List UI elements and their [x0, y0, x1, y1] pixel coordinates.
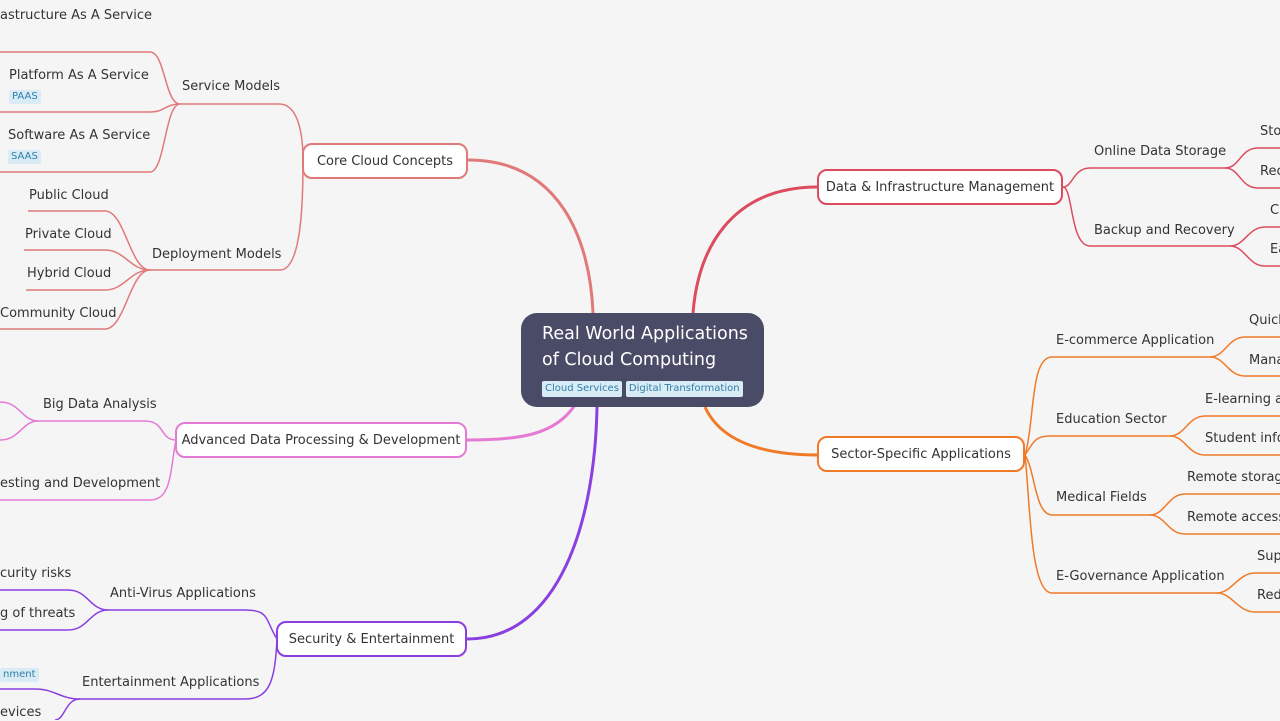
- link-eg-c2: [1216, 592, 1280, 613]
- leaf-paas[interactable]: Platform As A Service: [9, 68, 149, 83]
- leaf-education-2[interactable]: Student info: [1205, 431, 1280, 446]
- subtopic-medical[interactable]: Medical Fields: [1056, 490, 1147, 505]
- topic-advanced-data[interactable]: Advanced Data Processing & Development: [175, 422, 467, 458]
- subtopic-online-data-storage[interactable]: Online Data Storage: [1094, 144, 1227, 159]
- link-av-c1: [0, 589, 109, 611]
- link-service-iaas: [0, 51, 181, 105]
- subtopic-deployment-models[interactable]: Deployment Models: [152, 247, 282, 262]
- subtopic-egovernance[interactable]: E-Governance Application: [1056, 569, 1225, 584]
- central-title-line2: of Cloud Computing: [542, 350, 717, 370]
- link-service-paas: [0, 103, 181, 113]
- link-online-c2: [1224, 167, 1280, 189]
- link-ec-c2: [1209, 356, 1280, 377]
- leaf-backup-1[interactable]: Cl: [1270, 203, 1280, 218]
- leaf-entertainment-devices[interactable]: evices: [0, 705, 42, 720]
- leaf-ecommerce-2[interactable]: Mana: [1249, 353, 1280, 368]
- leaf-egov-1[interactable]: Sup: [1257, 549, 1280, 564]
- tag-paas: PAAS: [9, 90, 41, 104]
- link-backup-c1: [1229, 226, 1280, 247]
- subtopic-backup-recovery[interactable]: Backup and Recovery: [1094, 223, 1235, 238]
- leaf-backup-2[interactable]: Ea: [1270, 242, 1280, 257]
- link-ed-c2: [1169, 435, 1280, 456]
- link-av-c2: [0, 609, 109, 631]
- leaf-saas[interactable]: Software As A Service: [8, 128, 151, 143]
- link-online-c1: [1224, 147, 1280, 169]
- link-deploy-community: [0, 269, 151, 330]
- link-central-data: [691, 185, 819, 314]
- leaf-iaas[interactable]: astructure As A Service: [0, 8, 152, 23]
- link-ent-c1: [0, 688, 81, 700]
- leaf-public-cloud[interactable]: Public Cloud: [29, 188, 109, 203]
- leaf-antivirus-1[interactable]: curity risks: [0, 566, 72, 581]
- link-data-backup: [1062, 186, 1230, 247]
- link-advanced-testing: [0, 439, 177, 501]
- topic-security-entertainment[interactable]: Security & Entertainment: [276, 621, 467, 657]
- link-deploy-private: [24, 249, 151, 271]
- leaf-medical-2[interactable]: Remote access t: [1187, 510, 1280, 525]
- leaf-online-storage-1[interactable]: Sto: [1260, 124, 1280, 139]
- leaf-egov-2[interactable]: Red: [1257, 588, 1280, 603]
- link-security-antivirus: [108, 609, 278, 640]
- link-data-online: [1062, 167, 1225, 188]
- subtopic-testing-development[interactable]: esting and Development: [0, 476, 161, 491]
- leaf-antivirus-2[interactable]: g of threats: [0, 606, 76, 621]
- link-service-saas: [0, 103, 181, 173]
- tag-saas: SAAS: [8, 150, 41, 164]
- link-core-service-models: [180, 103, 304, 161]
- tag-cloud-services[interactable]: Cloud Services: [542, 381, 622, 397]
- link-deploy-hybrid: [26, 269, 151, 291]
- link-ed-c1: [1169, 415, 1280, 437]
- subtopic-education[interactable]: Education Sector: [1056, 412, 1167, 427]
- link-backup-c2: [1229, 245, 1280, 267]
- link-md-c1: [1149, 493, 1280, 516]
- link-advanced-bigdata: [38, 420, 177, 441]
- link-central-sector: [703, 406, 819, 457]
- link-bigdata-c1: [0, 401, 39, 422]
- subtopic-service-models[interactable]: Service Models: [182, 79, 280, 94]
- leaf-education-1[interactable]: E-learning ar: [1205, 392, 1280, 407]
- link-central-core: [467, 158, 595, 314]
- subtopic-antivirus[interactable]: Anti-Virus Applications: [110, 586, 256, 601]
- leaf-medical-1[interactable]: Remote storage: [1187, 470, 1280, 485]
- leaf-online-storage-2[interactable]: Rec: [1260, 164, 1280, 179]
- link-security-entertainment: [80, 638, 278, 700]
- link-eg-c1: [1216, 572, 1280, 594]
- leaf-hybrid-cloud[interactable]: Hybrid Cloud: [27, 266, 112, 281]
- link-deploy-public: [28, 210, 151, 271]
- link-ec-c1: [1209, 336, 1280, 358]
- link-md-c2: [1149, 514, 1280, 535]
- link-ent-c2: [54, 698, 81, 720]
- link-sector-egov: [1024, 454, 1217, 594]
- link-sector-education: [1024, 435, 1170, 456]
- subtopic-ecommerce[interactable]: E-commerce Application: [1056, 333, 1215, 348]
- topic-core-cloud-concepts[interactable]: Core Cloud Concepts: [302, 143, 468, 179]
- subtopic-entertainment[interactable]: Entertainment Applications: [82, 675, 260, 690]
- leaf-community-cloud[interactable]: Community Cloud: [0, 306, 117, 321]
- central-tags: Cloud Services Digital Transformation: [542, 381, 754, 397]
- tag-entertainment: nment: [0, 668, 39, 682]
- leaf-private-cloud[interactable]: Private Cloud: [25, 227, 112, 242]
- central-title-line1: Real World Applications: [542, 324, 748, 344]
- leaf-ecommerce-1[interactable]: Quick: [1249, 313, 1280, 328]
- subtopic-big-data[interactable]: Big Data Analysis: [43, 397, 157, 412]
- central-topic[interactable]: Real World Applications of Cloud Computi…: [521, 313, 764, 407]
- topic-data-infrastructure[interactable]: Data & Infrastructure Management: [817, 169, 1063, 205]
- link-sector-medical: [1024, 454, 1150, 516]
- link-central-advanced: [466, 404, 577, 442]
- link-sector-ecommerce: [1024, 356, 1210, 456]
- tag-digital-transformation[interactable]: Digital Transformation: [625, 381, 743, 397]
- link-bigdata-c2: [0, 420, 39, 441]
- link-central-security: [466, 406, 599, 641]
- topic-sector-specific[interactable]: Sector-Specific Applications: [817, 436, 1025, 472]
